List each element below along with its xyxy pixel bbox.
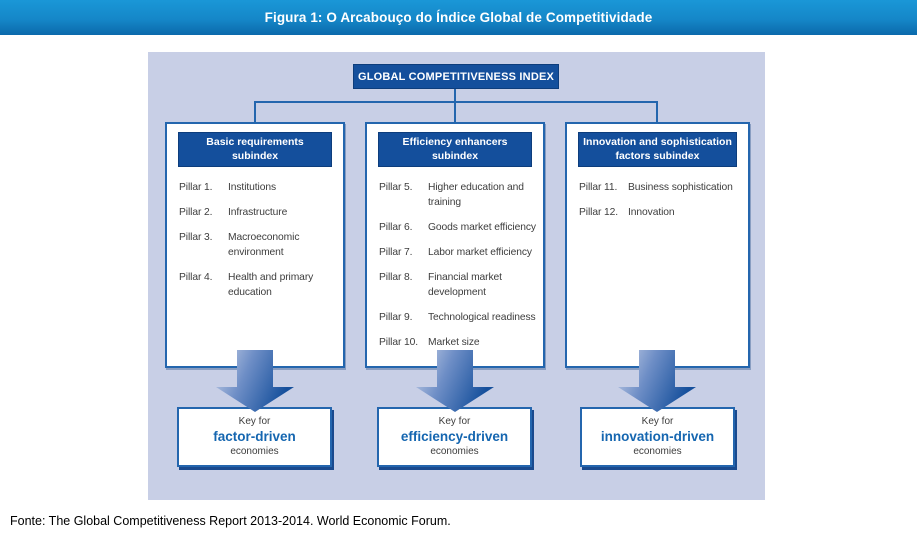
pillar-row: Pillar 7. Labor market efficiency [379, 247, 532, 259]
pillar-row: Pillar 1. Institutions [179, 182, 277, 194]
column3-pillar-list: Pillar 11. Business sophistication Pilla… [579, 181, 748, 221]
key-emphasis: efficiency-driven [400, 428, 509, 444]
connector-column3-vertical [656, 101, 658, 122]
figure-title: Figura 1: O Arcabouço do Índice Global d… [264, 10, 653, 25]
subindex-column-innovation-sophistication: Innovation and sophistication factors su… [565, 122, 750, 368]
pillar-row: Pillar 11. Business sophistication [579, 182, 733, 194]
column1-header-box: Basic requirements subindex [178, 132, 332, 168]
pillar-row: Pillar 8. Financial market development [379, 271, 502, 298]
column1-pillar-list: Pillar 1. Institutions Pillar 2. Infrast… [179, 181, 343, 301]
pillar-row: Pillar 9. Technological readiness [379, 311, 536, 323]
key-prefix: Key for [238, 415, 271, 427]
figure-title-bar: Figura 1: O Arcabouço do Índice Global d… [0, 0, 917, 35]
column3-header-box: Innovation and sophistication factors su… [578, 132, 737, 168]
pillar-row: Pillar 6. Goods market efficiency [379, 222, 536, 234]
pillar-row: Pillar 12. Innovation [579, 207, 675, 219]
pillar-row: Pillar 5. Higher education and training [379, 182, 524, 209]
pillar-row: Pillar 2. Infrastructure [179, 207, 288, 219]
key-emphasis: factor-driven [213, 428, 296, 444]
subindex-column-efficiency-enhancers: Efficiency enhancers subindex Pillar 5. … [365, 122, 545, 368]
pillar-row: Pillar 3. Macroeconomic environment [179, 232, 300, 259]
down-arrow-icon [618, 350, 696, 412]
pillar-row: Pillar 4. Health and primary education [179, 271, 314, 298]
key-box-factor-driven: Key for factor-driven economies [177, 407, 332, 467]
connector-column1-vertical [254, 101, 256, 122]
key-box-innovation-driven: Key for innovation-driven economies [580, 407, 735, 467]
column2-header-box: Efficiency enhancers subindex [378, 132, 532, 168]
column1-header-line2: subindex [231, 149, 279, 162]
column1-header-line1: Basic requirements [206, 136, 304, 148]
root-index-label: GLOBAL COMPETITIVENESS INDEX [357, 70, 555, 83]
column2-header-line2: subindex [431, 149, 479, 162]
column3-header-line1: Innovation and sophistication [583, 136, 732, 148]
key-suffix: economies [633, 446, 682, 458]
down-arrow-icon [416, 350, 494, 412]
subindex-column-basic-requirements: Basic requirements subindex Pillar 1. In… [165, 122, 345, 368]
key-box-efficiency-driven: Key for efficiency-driven economies [377, 407, 532, 467]
connector-root-vertical [454, 89, 456, 102]
root-index-box: GLOBAL COMPETITIVENESS INDEX [353, 64, 559, 89]
pillar-row: Pillar 10. Market size [379, 336, 480, 348]
key-suffix: economies [430, 446, 479, 458]
down-arrow-icon [216, 350, 294, 412]
key-suffix: economies [230, 446, 279, 458]
source-note: Fonte: The Global Competitiveness Report… [10, 514, 451, 528]
key-emphasis: innovation-driven [600, 428, 715, 444]
column2-header-line1: Efficiency enhancers [402, 136, 508, 148]
column2-pillar-list: Pillar 5. Higher education and training … [379, 181, 543, 350]
connector-horizontal [254, 101, 658, 103]
connector-column2-vertical [454, 101, 456, 122]
column3-header-line2: factors subindex [615, 149, 700, 162]
key-prefix: Key for [438, 415, 471, 427]
key-prefix: Key for [641, 415, 674, 427]
